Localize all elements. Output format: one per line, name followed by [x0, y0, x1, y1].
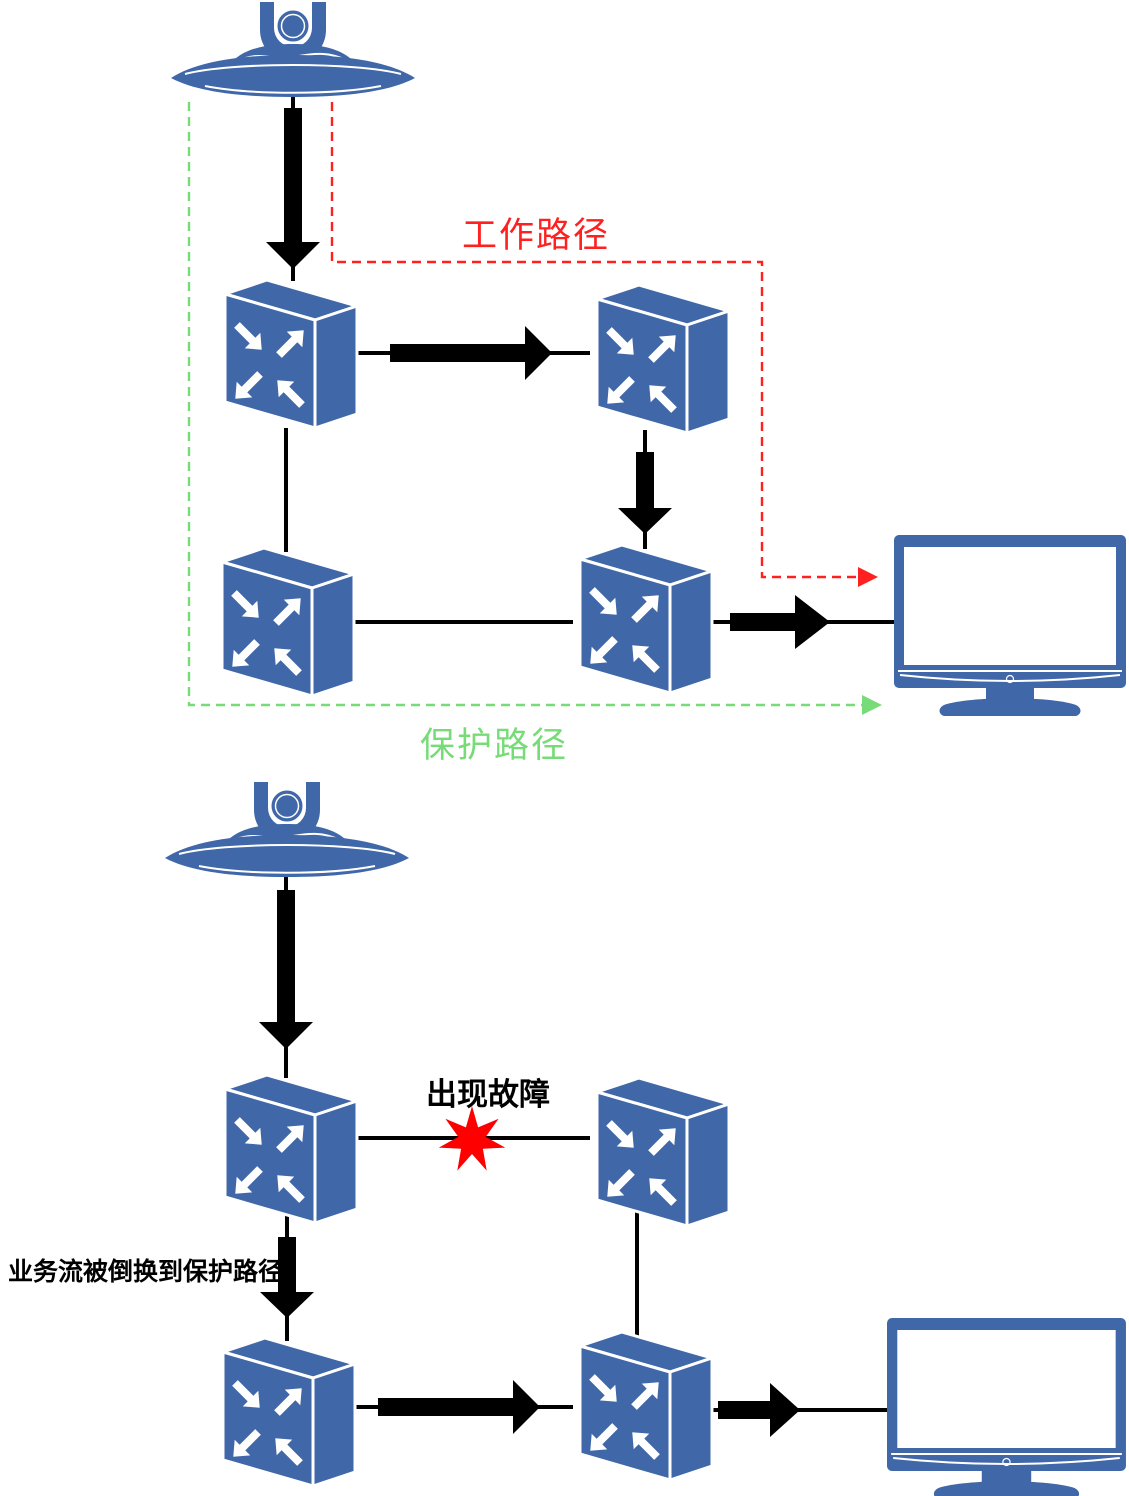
- failure-label: 出现故障: [426, 1077, 550, 1113]
- monitor-icon: [885, 1316, 1127, 1496]
- flow-arrow-router4-to-monitor: [718, 1383, 800, 1437]
- flow-arrow-router2-to-router4: [618, 452, 672, 534]
- router-icon: [595, 283, 731, 435]
- video-conference-camera-icon: [170, 1, 416, 98]
- protection-path-dashed-line: [187, 102, 864, 707]
- flow-arrow-router3-to-router4: [378, 1380, 540, 1434]
- failure-burst-star-icon: [438, 1106, 506, 1171]
- router-icon: [578, 1330, 714, 1482]
- working-path-arrowhead-icon: [858, 567, 878, 587]
- bottom-diagram: 出现故障 业务流被倒换到保护路径: [8, 781, 1127, 1496]
- router-icon: [220, 546, 356, 698]
- working-path-dashed-line: [330, 102, 860, 579]
- flow-arrow-router1-to-router2: [390, 326, 552, 380]
- router-icon: [221, 1336, 357, 1488]
- router-icon: [223, 1073, 359, 1225]
- protection-path-arrowhead-icon: [862, 695, 882, 715]
- flow-arrow-camera-to-router1: [259, 890, 313, 1049]
- flow-arrow-router4-to-monitor: [730, 595, 830, 649]
- top-diagram: 工作路径 保护路径: [170, 1, 1127, 766]
- protection-path-label: 保护路径: [420, 726, 568, 766]
- video-conference-camera-icon: [164, 781, 410, 878]
- flow-arrow-router1-to-router3: [260, 1237, 314, 1318]
- router-icon: [578, 543, 714, 695]
- flow-arrow-camera-to-router1: [266, 108, 320, 269]
- monitor-icon: [893, 534, 1127, 717]
- switchover-label: 业务流被倒换到保护路径: [8, 1257, 283, 1286]
- router-icon: [595, 1076, 731, 1228]
- router-icon: [223, 278, 359, 430]
- working-path-label: 工作路径: [462, 216, 610, 256]
